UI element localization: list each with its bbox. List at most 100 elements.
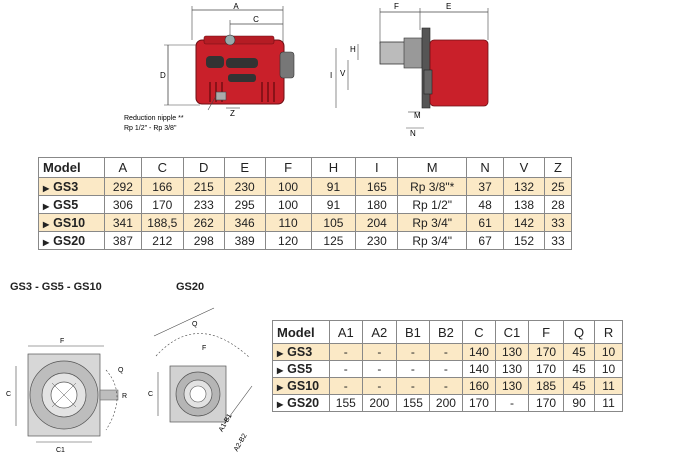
dim-label-n: N xyxy=(410,129,416,138)
flange-large-label-a2b2: A2-B2 xyxy=(233,432,249,452)
table-cell: 132 xyxy=(503,177,545,196)
burner-front-drawing: A C D Z Reduction nipple ** Rp 1/2" - Rp… xyxy=(124,2,295,132)
header-a2: A2 xyxy=(361,320,397,344)
table-row: ▶GS10 341 188,5 262 346 110 105 204 Rp 3… xyxy=(38,213,573,232)
dim-label-a: A xyxy=(233,2,239,11)
header-i: I xyxy=(355,157,399,178)
table-cell: 389 xyxy=(223,231,266,250)
table-cell: 45 xyxy=(563,360,596,378)
dim-label-h: H xyxy=(350,45,356,54)
flange-small-drawing: F C C1 Q R xyxy=(6,338,127,454)
table-cell: - xyxy=(361,360,397,378)
table-cell: - xyxy=(395,360,430,378)
table-cell: - xyxy=(328,360,363,378)
header-a: A xyxy=(103,157,142,178)
header-c1: C1 xyxy=(494,320,530,344)
table-cell: 33 xyxy=(543,213,573,232)
header-b1: B1 xyxy=(395,320,430,344)
model-name: GS10 xyxy=(287,379,320,393)
table-cell: - xyxy=(328,377,363,395)
table-cell: 61 xyxy=(466,213,505,232)
table-cell: 170 xyxy=(527,343,565,361)
header-n: N xyxy=(466,157,505,178)
flange-label-r: R xyxy=(122,393,127,400)
flange-large-drawing: Q F C A1-B1 A2-B2 xyxy=(148,307,253,453)
model-name: GS20 xyxy=(53,233,86,248)
table-cell: 233 xyxy=(182,195,225,214)
model-name: GS5 xyxy=(53,197,79,212)
table-cell: 142 xyxy=(503,213,545,232)
table-cell: 152 xyxy=(503,231,545,250)
table-cell: 155 xyxy=(328,394,363,412)
flange-large-label-q: Q xyxy=(192,321,198,328)
table-cell: - xyxy=(395,377,430,395)
table-cell: 295 xyxy=(223,195,266,214)
table-cell: - xyxy=(361,377,397,395)
table-cell: 170 xyxy=(527,394,565,412)
table-cell: 11 xyxy=(594,394,623,412)
table-cell: 45 xyxy=(563,343,596,361)
dim-label-i: I xyxy=(330,71,332,80)
header-f: F xyxy=(527,320,565,344)
table-cell: - xyxy=(428,360,463,378)
flange-label-f: F xyxy=(60,338,64,345)
row-arrow-icon: ▶ xyxy=(277,366,284,375)
table-cell: 200 xyxy=(428,394,463,412)
table-row: ▶GS3 292 166 215 230 100 91 165 Rp 3/8"*… xyxy=(38,177,573,196)
table-cell: 185 xyxy=(527,377,565,395)
table-cell: 212 xyxy=(140,231,184,250)
row-arrow-icon: ▶ xyxy=(277,400,284,409)
flange-dimensions-table: Model A1 A2 B1 B2 C C1 F Q R ▶GS3 - - - … xyxy=(272,320,623,412)
table-header-row: Model A1 A2 B1 B2 C C1 F Q R xyxy=(272,320,623,344)
table-cell: 165 xyxy=(355,177,399,196)
table-cell: - xyxy=(328,343,363,361)
model-cell: ▶GS5 xyxy=(272,360,330,378)
model-cell: ▶GS5 xyxy=(38,195,105,214)
table-cell: 10 xyxy=(594,360,623,378)
table-cell: 292 xyxy=(103,177,142,196)
reduction-nipple-note: Reduction nipple ** xyxy=(124,115,184,122)
header-v: V xyxy=(503,157,545,178)
header-r: R xyxy=(594,320,623,344)
table-row: ▶GS20 387 212 298 389 120 125 230 Rp 3/4… xyxy=(38,231,573,250)
table-cell: 298 xyxy=(182,231,225,250)
table-cell: 138 xyxy=(503,195,545,214)
row-arrow-icon: ▶ xyxy=(277,349,284,358)
table-cell: 120 xyxy=(264,231,312,250)
table-cell: Rp 3/4" xyxy=(397,213,468,232)
table-cell: 100 xyxy=(264,177,312,196)
model-cell: ▶GS20 xyxy=(38,231,105,250)
row-arrow-icon: ▶ xyxy=(43,183,50,193)
table-cell: 341 xyxy=(103,213,142,232)
flange-label-c: C xyxy=(6,391,11,398)
table-cell: 200 xyxy=(361,394,397,412)
dim-label-c: C xyxy=(253,15,259,24)
table-cell: 10 xyxy=(594,343,623,361)
table-cell: 215 xyxy=(182,177,225,196)
table-cell: 387 xyxy=(103,231,142,250)
flange-label-q: Q xyxy=(118,367,124,374)
model-cell: ▶GS20 xyxy=(272,394,330,412)
table-cell: 230 xyxy=(355,231,399,250)
header-d: D xyxy=(182,157,225,178)
header-m: M xyxy=(397,157,468,178)
model-name: GS3 xyxy=(53,179,79,194)
table-cell: 67 xyxy=(466,231,505,250)
table-cell: Rp 3/4" xyxy=(397,231,468,250)
header-c: C xyxy=(140,157,184,178)
header-z: Z xyxy=(543,157,573,178)
table-row: ▶GS5 - - - - 140 130 170 45 10 xyxy=(272,360,623,378)
row-arrow-icon: ▶ xyxy=(43,237,50,247)
model-name: GS5 xyxy=(287,362,313,376)
row-arrow-icon: ▶ xyxy=(43,201,50,211)
flange-small-title: GS3 - GS5 - GS10 xyxy=(10,281,102,293)
table-header-row: Model A C D E F H I M N V Z xyxy=(38,157,573,178)
model-cell: ▶GS3 xyxy=(272,343,330,361)
table-cell: - xyxy=(494,394,530,412)
flange-large-label-f: F xyxy=(202,345,206,352)
burner-side-drawing: F E H I V M N xyxy=(330,2,489,138)
header-b2: B2 xyxy=(428,320,463,344)
table-cell: 25 xyxy=(543,177,573,196)
header-c: C xyxy=(461,320,496,344)
model-name: GS10 xyxy=(53,215,86,230)
